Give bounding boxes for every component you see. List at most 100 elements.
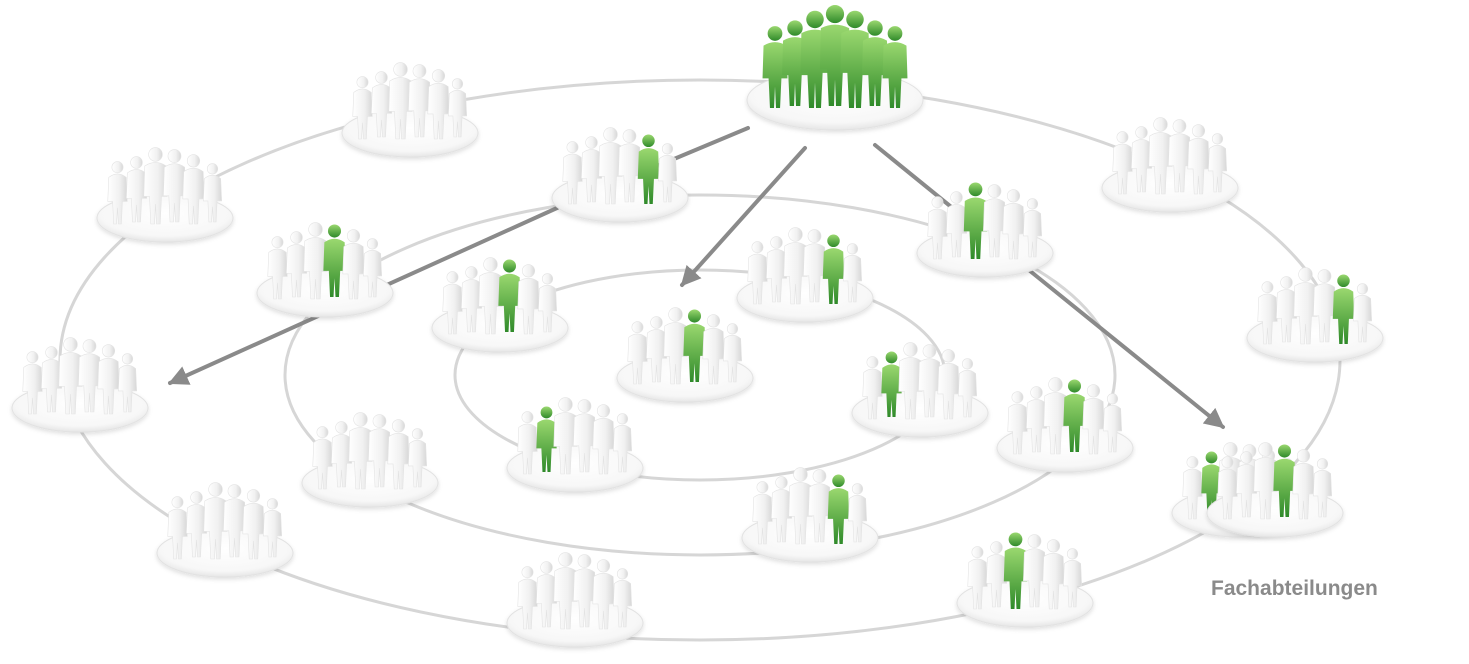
person-icon: [663, 307, 688, 385]
person-icon: [538, 273, 557, 333]
group-g14: [301, 412, 439, 508]
person-icon: [408, 64, 431, 138]
person-icon: [388, 62, 413, 140]
person-icon: [517, 264, 540, 335]
person-icon: [613, 568, 632, 628]
person-icon: [167, 496, 188, 560]
person-icon: [41, 346, 62, 413]
person-icon: [517, 411, 538, 475]
person-icon: [1023, 198, 1042, 258]
department-label: Fachabteilungen: [1211, 577, 1378, 600]
person-icon: [303, 222, 328, 300]
person-icon: [312, 426, 333, 490]
person-icon: [1007, 391, 1028, 455]
person-icon: [581, 136, 602, 203]
person-highlighted-icon: [827, 474, 850, 544]
person-icon: [592, 559, 615, 630]
person-icon: [1313, 458, 1332, 518]
person-highlighted-icon: [1063, 379, 1086, 452]
group-g7: [431, 257, 569, 353]
person-icon: [331, 421, 352, 488]
person-icon: [1217, 456, 1238, 520]
person-highlighted-icon: [1332, 274, 1355, 344]
group-g3: [96, 147, 234, 243]
arrow-2: [680, 146, 807, 287]
group-g9: [11, 337, 149, 433]
person-icon: [927, 196, 948, 260]
person-icon: [363, 238, 382, 298]
person-icon: [1187, 124, 1210, 195]
person-icon: [427, 69, 450, 140]
group-g11: [851, 342, 989, 438]
person-icon: [107, 161, 128, 225]
person-highlighted-icon: [536, 406, 557, 472]
person-icon: [848, 483, 867, 543]
person-icon: [958, 358, 977, 418]
person-icon: [442, 271, 463, 335]
person-icon: [658, 143, 677, 203]
person-icon: [1082, 384, 1105, 455]
person-icon: [592, 404, 615, 475]
person-icon: [387, 419, 410, 490]
group-g17: [156, 482, 294, 578]
person-icon: [1292, 449, 1315, 520]
person-icon: [1043, 377, 1068, 455]
person-icon: [618, 129, 641, 203]
person-icon: [783, 227, 808, 305]
group-g10: [616, 307, 754, 403]
person-icon: [918, 344, 941, 418]
person-icon: [163, 149, 186, 223]
person-icon: [1253, 442, 1278, 520]
person-icon: [843, 243, 862, 303]
group-g5: [916, 182, 1054, 278]
person-icon: [22, 351, 43, 415]
arrows: [168, 126, 1225, 429]
person-icon: [517, 566, 538, 630]
person-icon: [448, 78, 467, 138]
person-icon: [702, 314, 725, 385]
person-highlighted-icon: [881, 351, 902, 417]
person-highlighted-icon: [1003, 532, 1028, 609]
group-g21: [1206, 442, 1344, 538]
group-g18: [741, 467, 879, 563]
person-highlighted-icon: [683, 309, 706, 382]
person-icon: [967, 546, 988, 610]
person-icon: [747, 241, 768, 305]
person-highlighted-icon: [1201, 451, 1222, 517]
person-highlighted-icon: [840, 10, 870, 108]
person-icon: [1257, 281, 1278, 345]
person-highlighted-icon: [762, 26, 788, 108]
person-icon: [1063, 548, 1082, 608]
person-icon: [627, 321, 648, 385]
arrow-1: [168, 126, 750, 385]
person-icon: [242, 489, 265, 560]
person-icon: [983, 184, 1006, 258]
person-icon: [352, 76, 373, 140]
person-icon: [937, 349, 960, 420]
person-icon: [613, 413, 632, 473]
middle-ring: [283, 193, 1117, 557]
person-icon: [862, 356, 883, 420]
group-g8: [736, 227, 874, 323]
person-icon: [478, 257, 503, 335]
group-center-top: [746, 5, 924, 131]
person-icon: [97, 344, 120, 415]
person-icon: [263, 498, 282, 558]
person-icon: [1002, 189, 1025, 260]
person-icon: [118, 353, 137, 413]
person-icon: [203, 163, 222, 223]
group-g12: [1246, 267, 1384, 363]
person-icon: [78, 339, 101, 413]
groups: [11, 5, 1384, 648]
person-icon: [1023, 534, 1046, 608]
person-highlighted-icon: [1273, 444, 1296, 517]
person-icon: [1026, 386, 1047, 453]
person-icon: [267, 236, 288, 300]
group-g15: [996, 377, 1134, 473]
person-icon: [1168, 119, 1191, 193]
person-icon: [1313, 269, 1336, 343]
group-g2: [551, 127, 689, 223]
person-icon: [348, 412, 373, 490]
person-highlighted-icon: [963, 182, 988, 259]
